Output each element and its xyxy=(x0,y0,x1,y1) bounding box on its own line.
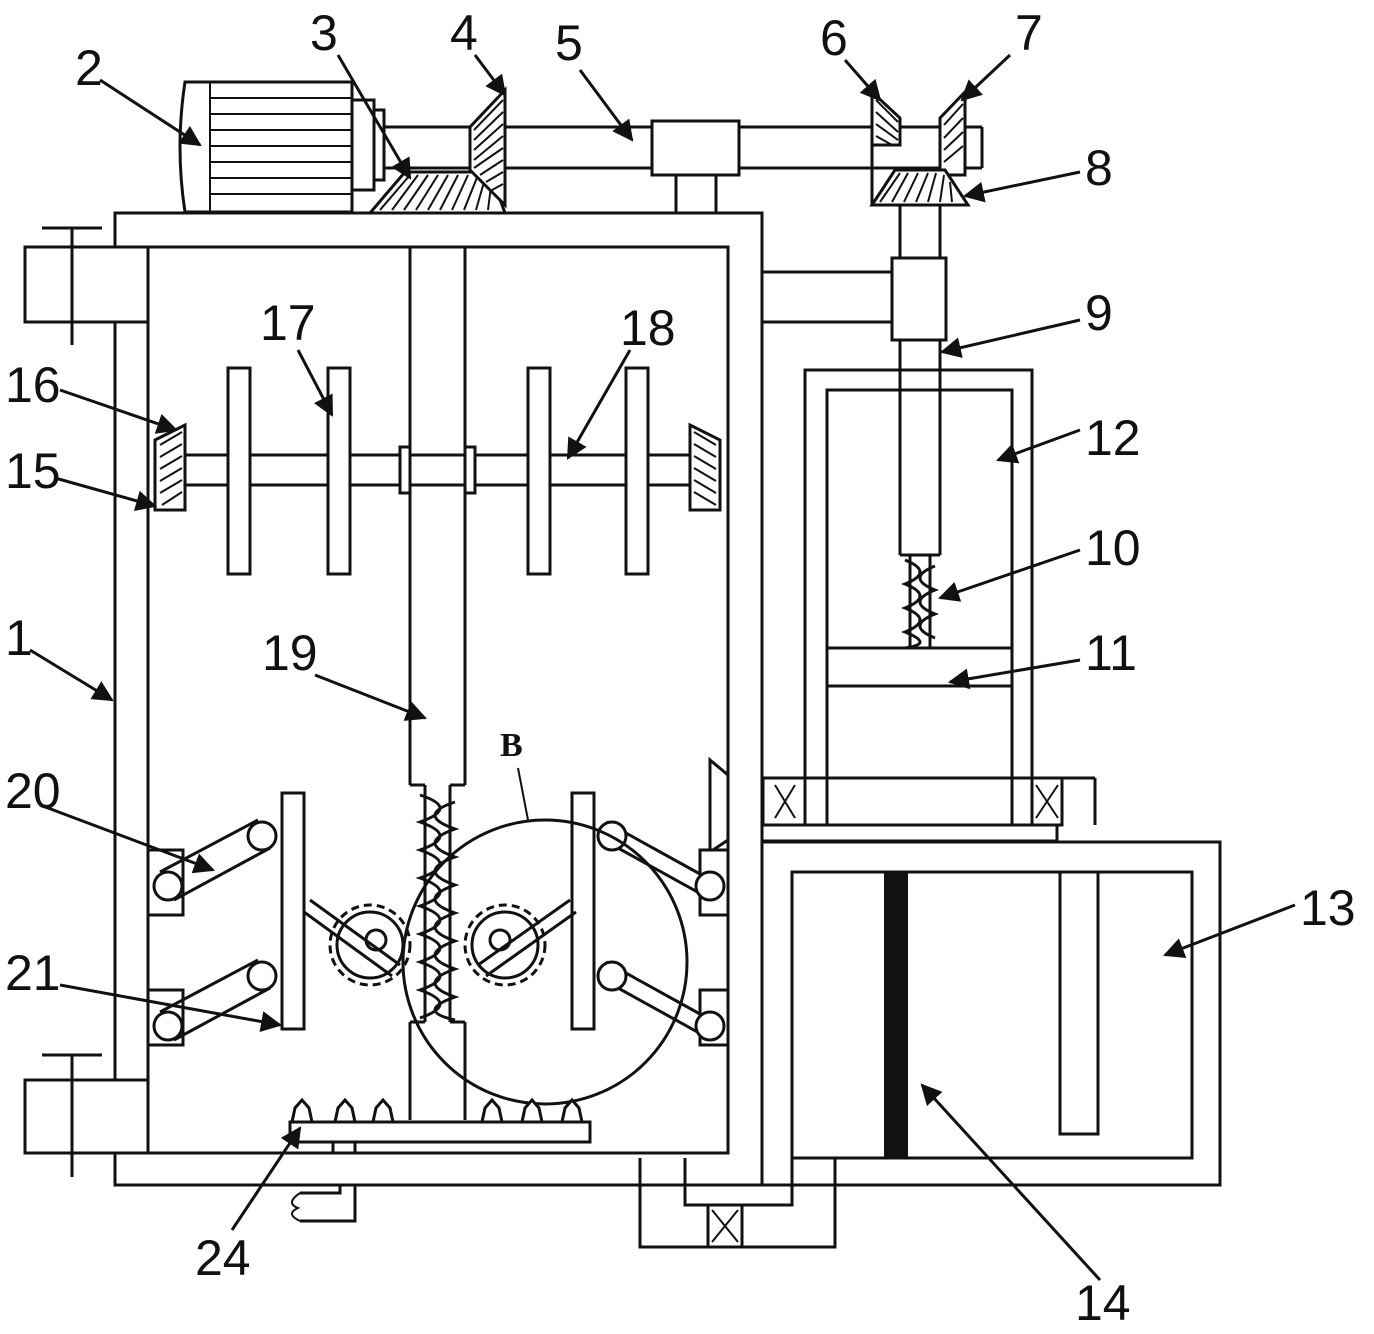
label-6: 6 xyxy=(820,10,848,66)
filter-screen xyxy=(884,871,908,1159)
right-crushing-plate xyxy=(570,791,596,1031)
left-bearing xyxy=(761,776,807,827)
label-10: 10 xyxy=(1085,520,1141,576)
label-12: 12 xyxy=(1085,410,1141,466)
pressing-plate xyxy=(825,646,1014,688)
vertical-shaft xyxy=(890,205,948,557)
drain-outlet xyxy=(291,1185,357,1223)
detail-b-leader xyxy=(517,767,529,821)
label-14: 14 xyxy=(1075,1275,1131,1331)
label-1: 1 xyxy=(5,610,33,666)
shaft-support-arm xyxy=(762,270,892,324)
label-21: 21 xyxy=(5,945,61,1001)
collection-tank xyxy=(760,840,1222,1187)
upper-left-bracket xyxy=(23,226,150,345)
label-19: 19 xyxy=(262,625,318,681)
right-linkages xyxy=(596,820,730,1047)
bevel-gear-4 xyxy=(468,86,507,209)
right-bearing xyxy=(1030,776,1064,827)
left-side-bevel-gear xyxy=(153,422,187,512)
left-linkages xyxy=(146,818,278,1047)
press-base-plate xyxy=(760,823,1059,843)
left-gear xyxy=(303,898,412,987)
left-crushing-plate xyxy=(280,791,306,1031)
label-4: 4 xyxy=(450,5,478,61)
label-7: 7 xyxy=(1015,5,1043,61)
label-3: 3 xyxy=(310,5,338,61)
label-24: 24 xyxy=(195,1230,251,1286)
stirring-blades xyxy=(226,366,650,576)
press-housing xyxy=(803,368,1097,827)
label-16: 16 xyxy=(5,357,61,413)
detail-circle-b xyxy=(401,818,689,1106)
bevel-gear-6 xyxy=(870,88,902,147)
label-13: 13 xyxy=(1300,880,1356,936)
label-detail-b: B xyxy=(500,727,523,764)
label-18: 18 xyxy=(620,300,676,356)
stirring-shaft xyxy=(185,445,690,495)
label-11: 11 xyxy=(1085,625,1137,681)
lower-left-bracket xyxy=(23,1053,150,1177)
press-screw xyxy=(900,555,940,650)
motor xyxy=(178,80,386,214)
right-side-bevel-gear xyxy=(688,422,722,512)
label-15: 15 xyxy=(5,443,61,499)
bevel-gear-3 xyxy=(366,170,508,215)
bottom-spray-plate xyxy=(288,1097,592,1155)
bevel-gear-8 xyxy=(869,145,971,207)
label-8: 8 xyxy=(1085,140,1113,196)
bevel-gear-7 xyxy=(938,88,967,177)
drain-pipe xyxy=(638,1158,837,1249)
label-2: 2 xyxy=(75,40,103,96)
wall-nozzle xyxy=(708,756,730,855)
label-9: 9 xyxy=(1085,285,1113,341)
label-17: 17 xyxy=(260,295,316,351)
label-5: 5 xyxy=(555,15,583,71)
right-gear xyxy=(463,898,577,987)
central-shaft xyxy=(408,247,467,1120)
